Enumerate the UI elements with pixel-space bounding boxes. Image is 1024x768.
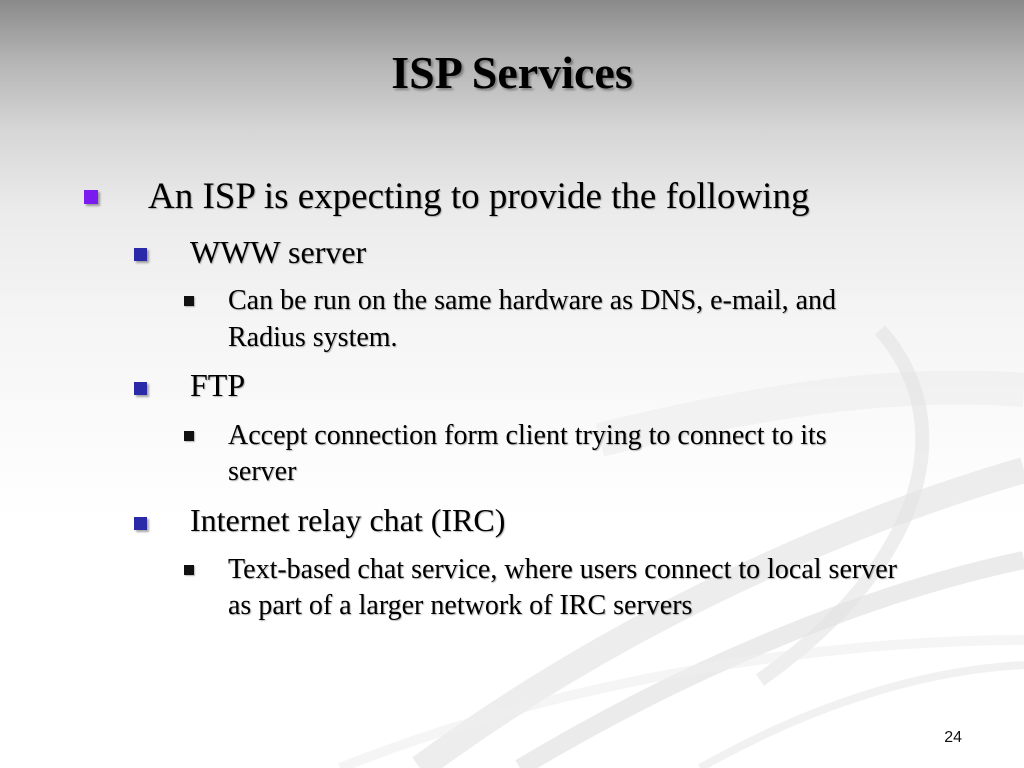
bullet-irc: Internet relay chat (IRC) [190, 502, 506, 538]
level3-bullet-square [184, 296, 194, 306]
level2-bullet-square [134, 248, 147, 261]
page-number: 24 [944, 729, 962, 746]
bullet-www-detail-line2: Radius system. [228, 322, 398, 353]
level3-bullet-square [184, 565, 194, 575]
bullet-www-server: WWW server [190, 234, 367, 270]
level1-bullet-square [84, 190, 98, 204]
level3-bullet-square [184, 431, 194, 441]
bullet-irc-detail-line1: Text-based chat service, where users con… [228, 554, 897, 585]
bullet-ftp: FTP [190, 367, 246, 403]
bullet-irc-detail-line2: as part of a larger network of IRC serve… [228, 590, 693, 621]
bullet-ftp-detail-line2: server [228, 456, 297, 487]
bullet-level1-text: An ISP is expecting to provide the follo… [148, 176, 810, 217]
level2-bullet-square [134, 382, 147, 395]
bullet-www-detail-line1: Can be run on the same hardware as DNS, … [228, 285, 837, 316]
bullet-ftp-detail-line1: Accept connection form client trying to … [228, 420, 827, 451]
level2-bullet-square [134, 517, 147, 530]
slide-title: ISP Services [391, 47, 633, 98]
